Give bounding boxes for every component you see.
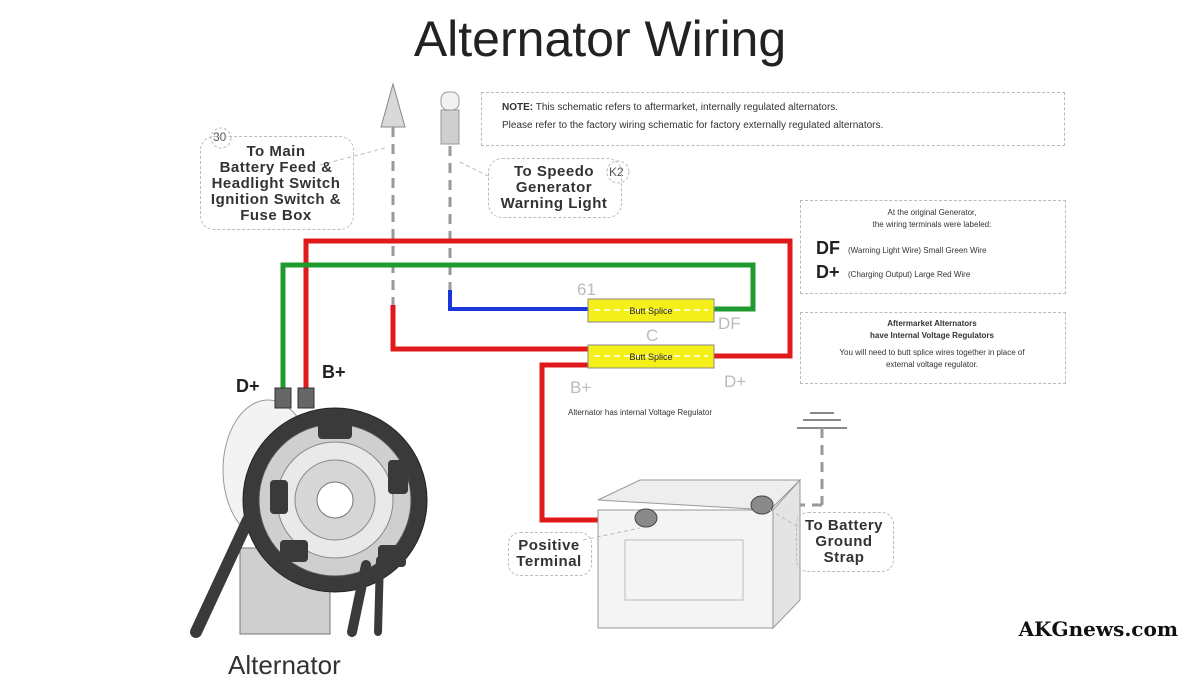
label-b-plus: B+ bbox=[570, 378, 592, 397]
positive-line2: Terminal bbox=[516, 553, 582, 570]
red-wire-feed bbox=[390, 305, 596, 352]
ground-strap-callout: To Battery Ground Strap bbox=[796, 518, 892, 566]
main-feed-line1: To Main bbox=[246, 143, 306, 160]
negative-post bbox=[750, 495, 774, 515]
aftermarket-heading2: have Internal Voltage Regulators bbox=[870, 331, 994, 340]
main-feed-callout: To Main Battery Feed & Headlight Switch … bbox=[200, 144, 352, 224]
generator-heading2: the wiring terminals were labeled: bbox=[872, 220, 992, 229]
aftermarket-info-box bbox=[800, 312, 1066, 384]
label-df: DF bbox=[718, 314, 741, 333]
dplus-code: D+ bbox=[816, 262, 840, 282]
positive-post bbox=[634, 508, 658, 528]
battery-icon bbox=[582, 478, 802, 630]
splice-upper-label: Butt Splice bbox=[629, 306, 672, 316]
positive-line1: Positive bbox=[518, 537, 580, 554]
regulator-caption: Alternator has internal Voltage Regulato… bbox=[568, 408, 713, 417]
note-text1: This schematic refers to aftermarket, in… bbox=[535, 102, 839, 113]
aftermarket-body2: external voltage regulator. bbox=[885, 360, 979, 369]
page-title: Alternator Wiring bbox=[413, 11, 787, 67]
label-d-plus: D+ bbox=[724, 372, 747, 391]
red-wire-main bbox=[303, 238, 793, 392]
label-c: C bbox=[646, 326, 659, 345]
note-line2: Please refer to the factory wiring schem… bbox=[502, 120, 884, 131]
note-box bbox=[481, 92, 1065, 146]
main-feed-line3: Headlight Switch bbox=[211, 175, 341, 192]
ground-line3: Strap bbox=[823, 549, 865, 566]
blue-wire bbox=[448, 290, 594, 311]
main-feed-number: 30 bbox=[213, 130, 227, 144]
alternator-b-plus: B+ bbox=[322, 362, 346, 382]
watermark: AKGnews.com bbox=[1018, 617, 1178, 641]
alternator-caption: Alternator bbox=[228, 650, 341, 680]
aftermarket-body1: You will need to butt splice wires toget… bbox=[839, 348, 1025, 357]
label-61: 61 bbox=[577, 280, 596, 299]
df-desc: (Warning Light Wire) Small Green Wire bbox=[848, 246, 987, 255]
splice-lower-label: Butt Splice bbox=[629, 352, 672, 362]
main-feed-line5: Fuse Box bbox=[240, 207, 312, 224]
butt-splice-lower: Butt Splice bbox=[587, 344, 715, 369]
main-feed-line4: Ignition Switch & bbox=[210, 191, 342, 208]
green-wire bbox=[280, 262, 756, 392]
generator-heading1: At the original Generator, bbox=[887, 208, 977, 217]
generator-info-box bbox=[800, 200, 1066, 294]
speedo-line1: To Speedo bbox=[513, 163, 595, 180]
speedo-callout: To Speedo Generator Warning Light bbox=[488, 164, 620, 212]
note-line1: NOTE: This schematic refers to aftermark… bbox=[502, 102, 838, 113]
ground-line1: To Battery bbox=[804, 517, 884, 534]
dplus-desc: (Charging Output) Large Red Wire bbox=[848, 270, 971, 279]
speedo-line2: Generator bbox=[515, 179, 593, 196]
ground-line2: Ground bbox=[815, 533, 873, 550]
speedo-callout-box bbox=[488, 158, 622, 218]
aftermarket-heading1: Aftermarket Alternators bbox=[887, 319, 977, 328]
ground-strap-box bbox=[796, 512, 894, 572]
positive-terminal-box bbox=[508, 532, 592, 576]
note-bold: NOTE: bbox=[502, 102, 534, 113]
red-wire-battery bbox=[539, 362, 646, 523]
alternator-d-plus: D+ bbox=[236, 376, 260, 396]
speedo-line3: Warning Light bbox=[500, 195, 608, 212]
positive-terminal-callout: Positive Terminal bbox=[508, 538, 590, 570]
main-feed-line2: Battery Feed & bbox=[219, 159, 333, 176]
alternator-icon bbox=[190, 387, 428, 638]
butt-splice-upper: Butt Splice bbox=[587, 298, 715, 323]
df-code: DF bbox=[816, 238, 840, 258]
main-feed-callout-box bbox=[200, 136, 354, 230]
main-feed-arrow bbox=[319, 82, 406, 305]
